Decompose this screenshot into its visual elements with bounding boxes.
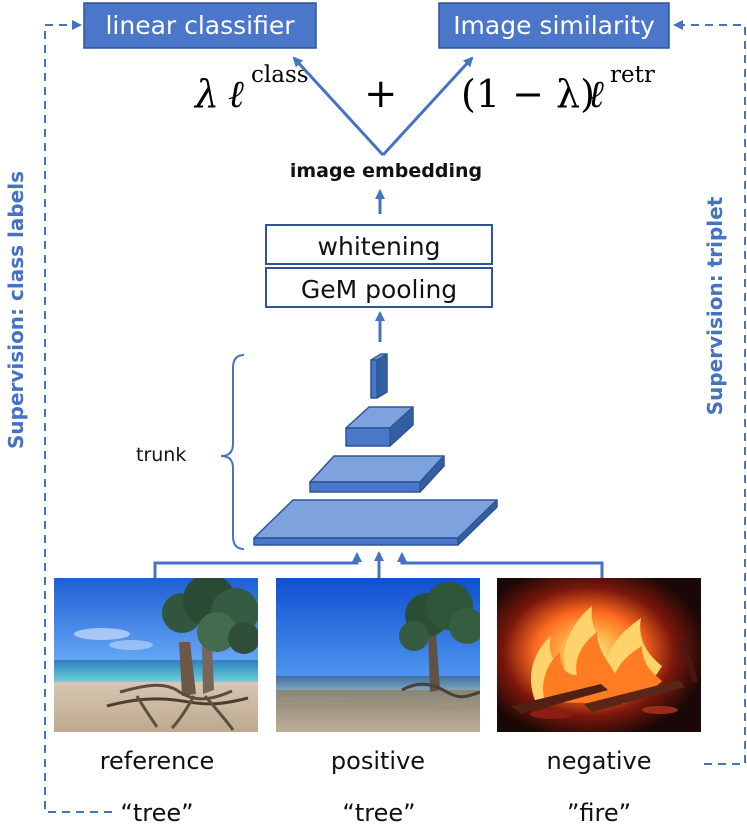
reference-caption: reference: [100, 747, 215, 775]
image-embedding-label: image embedding: [290, 160, 482, 182]
similarity-head: Image similarity: [438, 2, 670, 49]
loss-formula: λ ℓ class + (1 − λ) ℓ retr: [193, 62, 655, 117]
whitening-label: whitening: [318, 232, 441, 261]
lambda-symbol: λ: [193, 72, 219, 116]
class-label-supervision-text: Supervision: class labels: [4, 171, 28, 449]
positive-class-tag: “tree”: [342, 799, 415, 827]
gem-pooling-block: [265, 267, 493, 308]
positive-image: [276, 578, 480, 732]
plus-sign: +: [364, 71, 398, 117]
right-loss-superscript: retr: [610, 62, 655, 88]
trunk-label: trunk: [136, 444, 186, 466]
trunk-bracket: [220, 354, 245, 550]
trunk-layer-1: [370, 353, 388, 399]
negative-caption: negative: [547, 747, 652, 775]
negative-connector: [397, 552, 604, 579]
classifier-head: linear classifier: [83, 2, 317, 49]
reference-image: [54, 578, 258, 732]
trunk-layer-3: [309, 455, 445, 493]
whitening-block: [265, 224, 493, 265]
to-classifier-arrow: [292, 56, 385, 157]
reference-class-tag: “tree”: [120, 799, 193, 827]
embedding-connectors: [292, 56, 474, 342]
negative-image: [497, 578, 701, 732]
image-similarity-box: [438, 2, 670, 49]
right-loss-symbol: ℓ: [588, 72, 604, 116]
negative-class-tag: ”fire”: [567, 799, 631, 827]
linear-classifier-box: [83, 2, 317, 49]
image-captions: reference positive negative: [100, 747, 652, 775]
trunk-layer-2: [345, 406, 414, 447]
triplet-supervision-text: Supervision: triplet: [703, 196, 727, 415]
positive-caption: positive: [331, 747, 425, 775]
image-similarity-label: Image similarity: [453, 11, 655, 40]
left-loss-symbol: ℓ: [228, 72, 244, 116]
supervision-lines: [44, 20, 746, 813]
trunk-layer-4: [253, 499, 498, 546]
processing-blocks: whitening GeM pooling: [265, 224, 493, 308]
class-label-supervision-line: [44, 20, 112, 813]
trunk-network: trunk: [136, 353, 498, 550]
class-tags: “tree” “tree” ”fire”: [120, 799, 631, 827]
reference-connector: [153, 552, 362, 579]
right-weight: (1 − λ): [461, 72, 595, 116]
triplet-supervision-line: [673, 20, 746, 765]
input-connectors: [153, 551, 604, 579]
to-similarity-arrow: [381, 56, 474, 157]
gem-pooling-label: GeM pooling: [301, 275, 457, 304]
linear-classifier-label: linear classifier: [105, 11, 295, 40]
